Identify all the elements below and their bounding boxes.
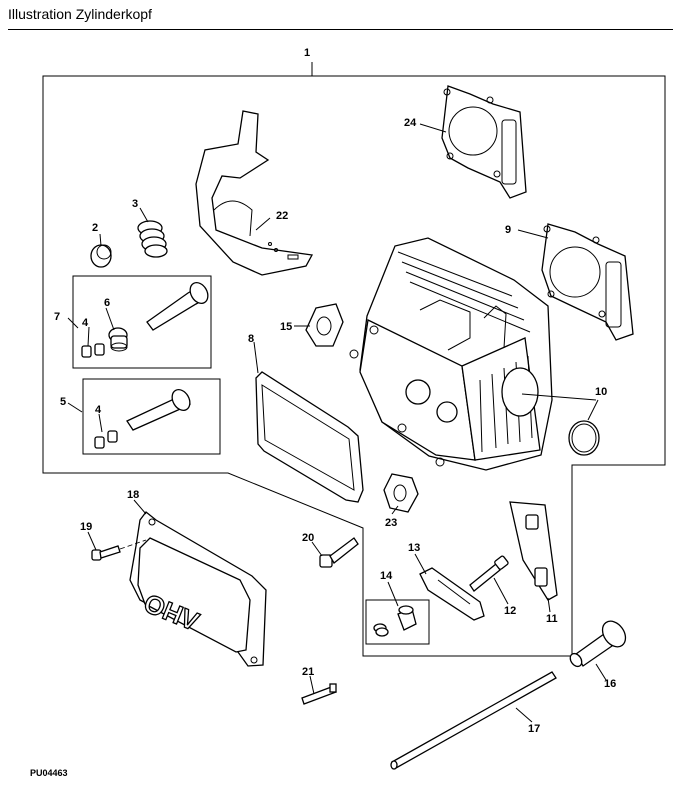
callout-3: 3 [132, 198, 138, 210]
valve-spring-3[interactable] [137, 220, 168, 258]
callout-11: 11 [546, 613, 558, 625]
o-ring-10[interactable] [568, 420, 600, 456]
spring-stud-14[interactable] [373, 605, 417, 637]
callout-4a: 4 [82, 317, 89, 329]
callout-8: 8 [248, 333, 254, 345]
cylinder-head-1[interactable] [349, 237, 553, 471]
callout-5: 5 [60, 396, 66, 408]
valve-keeper-4b[interactable] [94, 430, 118, 449]
push-rod-17[interactable] [390, 671, 557, 770]
callout-21: 21 [302, 666, 314, 678]
gasket-15[interactable] [305, 303, 344, 347]
callout-13: 13 [408, 542, 420, 554]
head-gasket-24[interactable] [441, 85, 527, 199]
page-title: Illustration Zylinderkopf [8, 6, 152, 22]
valve-seal-6[interactable] [108, 327, 128, 352]
valve-keeper-4a[interactable] [81, 343, 105, 358]
callout-15: 15 [280, 321, 292, 333]
rocker-arm-13[interactable] [419, 567, 485, 621]
exhaust-valve-5[interactable] [126, 386, 193, 431]
callout-14: 14 [380, 570, 393, 582]
valve-cover-18[interactable]: OHV [129, 511, 267, 667]
callout-6: 6 [104, 297, 110, 309]
callout-23: 23 [385, 517, 397, 529]
tappet-16[interactable] [568, 617, 630, 669]
bolt-20[interactable] [319, 537, 359, 568]
callout-16: 16 [604, 678, 616, 690]
title-divider [8, 29, 673, 30]
head-gasket-9[interactable] [541, 223, 634, 341]
screw-19[interactable] [91, 539, 147, 561]
adjuster-screw-12[interactable] [469, 555, 509, 592]
plate-11[interactable] [509, 501, 558, 601]
callout-7: 7 [54, 311, 60, 323]
leader-lines [67, 123, 607, 723]
cover-gasket-8[interactable] [255, 371, 364, 503]
callout-22: 22 [276, 210, 288, 222]
gasket-23[interactable] [383, 473, 419, 513]
assembly-1-outline [42, 62, 666, 657]
callout-1: 1 [304, 47, 310, 59]
valve-kit-7-box [72, 275, 212, 369]
callout-2: 2 [92, 222, 98, 234]
callout-19: 19 [80, 521, 92, 533]
valve-cap-2[interactable] [90, 244, 112, 268]
callout-18: 18 [127, 489, 139, 501]
callout-4b: 4 [95, 404, 102, 416]
figure-code: PU04463 [30, 768, 68, 778]
callout-20: 20 [302, 532, 314, 544]
callout-12: 12 [504, 605, 516, 617]
callout-9: 9 [505, 224, 511, 236]
valve-kit-5-box [82, 378, 221, 455]
air-baffle-22[interactable] [195, 110, 314, 276]
spring-stud-14-box [365, 599, 430, 645]
callout-10: 10 [595, 386, 607, 398]
intake-valve-7[interactable] [146, 279, 211, 331]
callout-17: 17 [528, 723, 540, 735]
pin-21[interactable] [301, 683, 337, 705]
callout-24: 24 [404, 117, 417, 129]
